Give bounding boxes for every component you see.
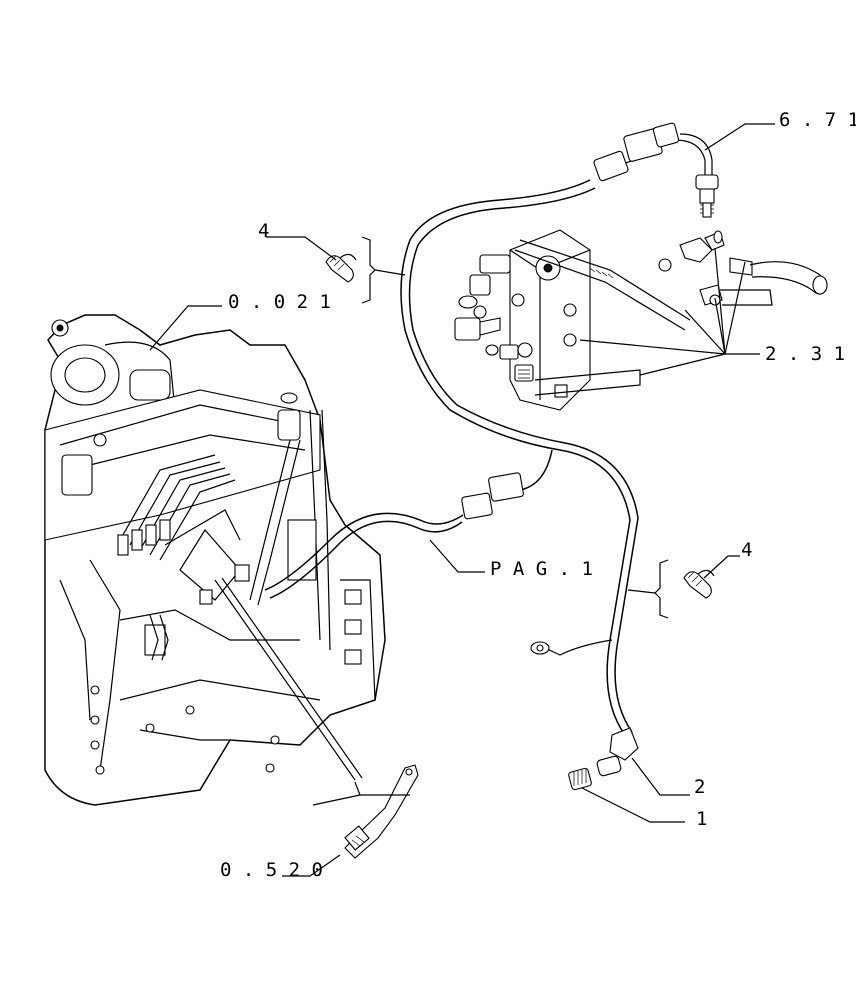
brace-right	[654, 559, 669, 619]
wire-harness	[264, 122, 719, 791]
brace-left	[361, 236, 376, 304]
bracket-0520	[344, 764, 419, 859]
callout-4-right: 4	[741, 539, 752, 561]
callout-0021: 0 . 0 2 1	[228, 291, 331, 313]
callout-pag1: P A G . 1	[490, 558, 593, 580]
valve-block-assembly	[454, 229, 828, 411]
callout-671: 6 . 7 1	[779, 109, 856, 131]
leader-lines	[149, 123, 775, 877]
callout-0520: 0 . 5 2 0	[220, 859, 323, 881]
callout-1: 1	[696, 808, 707, 830]
callout-231: 2 . 3 1	[765, 343, 845, 365]
clip-4-right	[683, 569, 715, 599]
callout-4-top: 4	[258, 220, 269, 242]
clip-4-top	[325, 253, 357, 283]
engine-assembly	[44, 314, 386, 806]
callout-2: 2	[694, 776, 705, 798]
